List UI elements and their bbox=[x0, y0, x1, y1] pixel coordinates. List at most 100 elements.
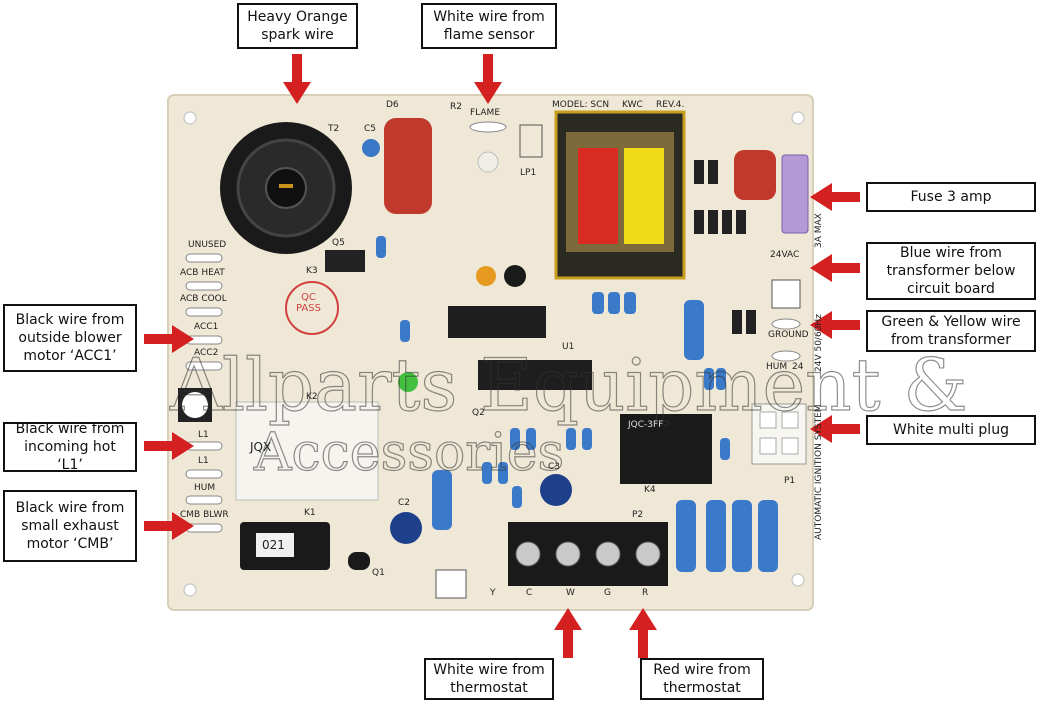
diode bbox=[708, 160, 718, 184]
silk-hum: HUM bbox=[194, 483, 216, 493]
mounting-hole bbox=[183, 583, 197, 597]
callout-spark-wire: Heavy Orange spark wire bbox=[237, 3, 358, 49]
silk-hum-right: HUM bbox=[766, 362, 788, 372]
led-green bbox=[398, 372, 418, 392]
silk-k1-label: 021 bbox=[262, 538, 285, 552]
diode bbox=[708, 210, 718, 234]
silk-q1: Q1 bbox=[372, 568, 385, 578]
callout-acc1: Black wire from outside blower motor ‘AC… bbox=[3, 304, 137, 372]
callout-blue-wire: Blue wire from transformer below circuit… bbox=[866, 242, 1036, 300]
arrow-red-tstat bbox=[629, 608, 657, 658]
arrow-l1 bbox=[144, 432, 194, 460]
lp1-outline bbox=[519, 124, 543, 158]
silk-lp1: LP1 bbox=[520, 168, 537, 178]
diode bbox=[746, 310, 756, 334]
capacitor-c3 bbox=[540, 474, 572, 506]
terminal-screws bbox=[515, 541, 661, 567]
lp1-led bbox=[477, 151, 499, 173]
silk-c2: C2 bbox=[398, 498, 411, 508]
capacitor-d6 bbox=[384, 118, 432, 214]
arrow-spark bbox=[283, 54, 311, 104]
hum-terminal bbox=[771, 350, 801, 362]
blue-wire-terminal bbox=[771, 279, 801, 309]
ic-chip bbox=[448, 306, 546, 338]
arrow-green bbox=[810, 311, 860, 339]
callout-flame-sensor: White wire from flame sensor bbox=[421, 3, 557, 49]
arrows bbox=[144, 54, 860, 658]
transistor-q5 bbox=[325, 250, 365, 272]
silk-d6: D6 bbox=[386, 100, 399, 110]
transformer-coil-red bbox=[578, 148, 618, 244]
watermark-line2: Accessories bbox=[253, 423, 564, 483]
relay-k1-label-area bbox=[256, 533, 294, 557]
transistor-q1 bbox=[348, 552, 370, 570]
silk-term-r: R bbox=[642, 588, 649, 598]
silk-term-c: C bbox=[526, 588, 533, 598]
silk-q2: Q2 bbox=[472, 408, 485, 418]
silk-r2: R2 bbox=[450, 102, 462, 112]
silk-u1: U1 bbox=[562, 342, 575, 352]
silk-max-text: 3A MAX bbox=[814, 213, 824, 248]
silk-acc2: ACC2 bbox=[194, 348, 219, 358]
silk-side-text2: 24V 50/60Hz bbox=[814, 314, 824, 372]
silk-flame: FLAME bbox=[470, 108, 501, 118]
silk-qc-pass: QC PASS bbox=[296, 292, 321, 314]
callout-white-thermostat: White wire from thermostat bbox=[424, 658, 554, 700]
ic-chip-u1 bbox=[478, 360, 592, 390]
silk-l1a: L1 bbox=[198, 430, 209, 440]
thermostat-pad bbox=[435, 569, 467, 599]
silk-kwc: KWC bbox=[622, 100, 643, 110]
callout-fuse: Fuse 3 amp bbox=[866, 182, 1036, 212]
callout-multi-plug: White multi plug bbox=[866, 415, 1036, 445]
relay-k4 bbox=[620, 414, 712, 484]
silk-ground: GROUND bbox=[768, 330, 809, 340]
silk-model: MODEL: SCN bbox=[552, 100, 610, 110]
silk-k4: K4 bbox=[644, 485, 656, 495]
silk-c3: C3 bbox=[548, 462, 561, 472]
callout-green-yellow-wire: Green & Yellow wire from transformer bbox=[866, 310, 1036, 352]
diode bbox=[736, 210, 746, 234]
capacitor-c2 bbox=[390, 512, 422, 544]
silk-term-y: Y bbox=[490, 588, 496, 598]
silk-term-g: G bbox=[604, 588, 611, 598]
callout-l1: Black wire from incoming hot ‘L1’ bbox=[3, 421, 137, 473]
silk-k3: K3 bbox=[306, 266, 318, 276]
silk-24: 24 bbox=[792, 362, 804, 372]
diode bbox=[694, 210, 704, 234]
arrow-multiplug bbox=[810, 415, 860, 443]
silk-acb-heat: ACB HEAT bbox=[180, 268, 225, 278]
silk-k2: K2 bbox=[306, 392, 318, 402]
silk-c5: C5 bbox=[364, 124, 377, 134]
diode bbox=[732, 310, 742, 334]
arrow-acc1 bbox=[144, 325, 194, 353]
silk-relay-k4: JQC-3FF bbox=[628, 420, 664, 430]
mounting-hole bbox=[791, 111, 805, 125]
transistor bbox=[476, 266, 496, 286]
spark-terminal bbox=[279, 184, 293, 188]
watermark-line1: Allparts Equipment & bbox=[169, 343, 968, 427]
fuse bbox=[781, 154, 809, 234]
diode bbox=[694, 160, 704, 184]
resistor-array bbox=[376, 236, 778, 572]
silk-p2: P2 bbox=[632, 510, 644, 520]
capacitor-v1 bbox=[734, 150, 776, 200]
silk-k1: K1 bbox=[304, 508, 316, 518]
transistor bbox=[504, 265, 526, 287]
transformer-coil-yellow bbox=[624, 148, 664, 244]
arrow-white-tstat bbox=[554, 608, 582, 658]
flame-connector bbox=[469, 121, 507, 133]
square-pad-hole bbox=[182, 392, 208, 418]
ground-terminal bbox=[771, 318, 801, 330]
silk-relay-k2: JQX bbox=[250, 440, 272, 454]
arrow-fuse bbox=[810, 183, 860, 211]
silk-unused: UNUSED bbox=[188, 240, 227, 250]
callout-cmb: Black wire from small exhaust motor ‘CMB… bbox=[3, 490, 137, 562]
silk-p1: P1 bbox=[784, 476, 796, 486]
silk-term-w: W bbox=[566, 588, 575, 598]
mounting-hole bbox=[791, 573, 805, 587]
arrow-flame bbox=[474, 54, 502, 104]
silk-side-text: AUTOMATIC IGNITION SYSTEM bbox=[814, 404, 824, 540]
callout-red-thermostat: Red wire from thermostat bbox=[640, 658, 764, 700]
diode bbox=[722, 210, 732, 234]
silk-cmb-blwr: CMB BLWR bbox=[180, 510, 229, 520]
